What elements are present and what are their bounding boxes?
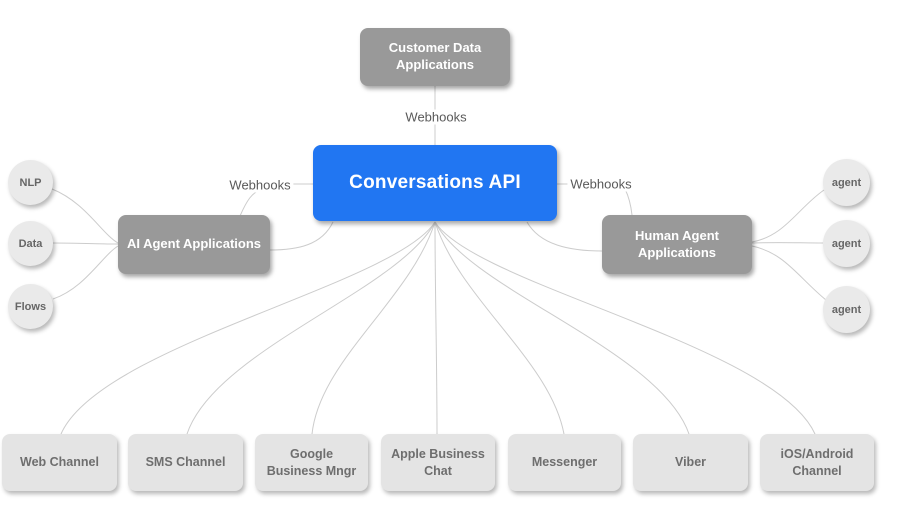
node-label: SMS Channel (145, 455, 226, 470)
node-label: Messenger (531, 455, 598, 470)
node-human-agent-applications: Human Agent Applications (602, 215, 752, 274)
circle-label: Data (18, 237, 43, 250)
node-web-channel: Web Channel (2, 434, 117, 491)
node-ios-android-channel: iOS/Android Channel (760, 434, 874, 491)
node-label: Google Business Mngr (266, 446, 357, 478)
node-customer-data-applications: Customer Data Applications (360, 28, 510, 86)
node-label: Human Agent Applications (634, 227, 720, 260)
webhooks-label-right: Webhooks (567, 176, 635, 192)
node-viber: Viber (633, 434, 748, 491)
circle-label: Flows (14, 300, 47, 313)
webhooks-label-top: Webhooks (402, 109, 470, 125)
node-label: Conversations API (349, 172, 521, 193)
circle-label: agent (831, 303, 862, 316)
node-conversations-api: Conversations API (313, 145, 557, 221)
circle-agent-2: agent (823, 220, 870, 267)
circle-agent-1: agent (823, 159, 870, 206)
node-messenger: Messenger (508, 434, 621, 491)
circle-label: agent (831, 237, 862, 250)
node-label: Web Channel (20, 455, 99, 470)
circle-data: Data (8, 221, 53, 266)
circle-flows: Flows (8, 284, 53, 329)
node-apple-business-chat: Apple Business Chat (381, 434, 495, 491)
node-label: iOS/Android Channel (780, 446, 854, 478)
circle-nlp: NLP (8, 160, 53, 205)
webhooks-label-left: Webhooks (226, 177, 294, 193)
node-label: Viber (674, 455, 707, 470)
node-google-business-mngr: Google Business Mngr (255, 434, 368, 491)
circle-label: NLP (19, 176, 42, 189)
node-label: AI Agent Applications (126, 236, 262, 252)
circle-label: agent (831, 176, 862, 189)
node-label: Customer Data Applications (388, 40, 482, 72)
node-ai-agent-applications: AI Agent Applications (118, 215, 270, 274)
circle-agent-3: agent (823, 286, 870, 333)
node-sms-channel: SMS Channel (128, 434, 243, 491)
node-label: Apple Business Chat (391, 446, 485, 478)
